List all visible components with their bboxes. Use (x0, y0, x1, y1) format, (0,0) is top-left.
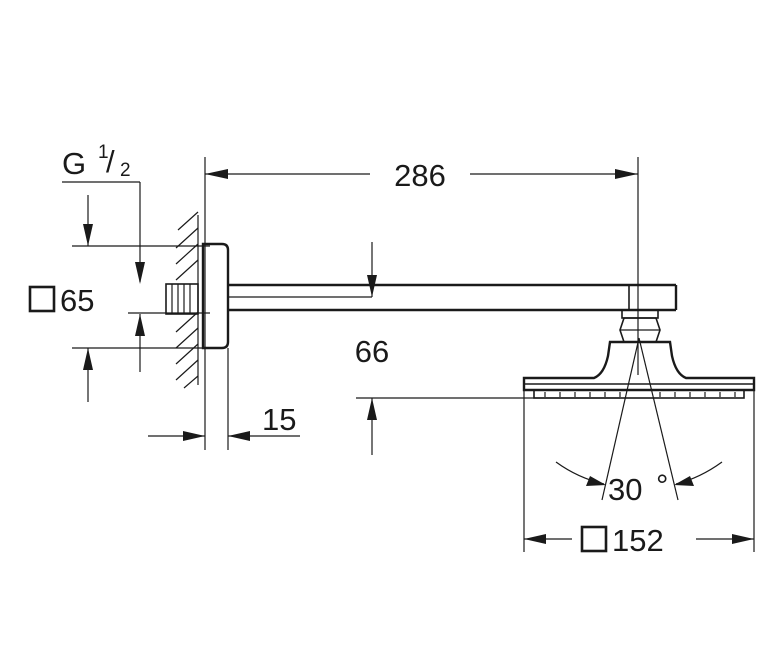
arm-drop-label: 66 (355, 334, 389, 369)
nozzle-row (544, 392, 736, 397)
thread-numerator: 1 (98, 142, 109, 163)
shower-arm (228, 283, 678, 312)
spray-cone (601, 337, 679, 501)
dimension-15 (148, 348, 300, 450)
dimension-286 (204, 157, 639, 450)
wall-connector (165, 283, 199, 315)
thread-slash: / (106, 144, 115, 179)
thread-g-label: G (62, 146, 86, 181)
square-symbol-head (580, 525, 608, 553)
flange-size-label: 65 (60, 283, 94, 318)
dimension-65 (28, 195, 210, 402)
dimension-152 (523, 390, 755, 553)
ball-joint (619, 309, 661, 343)
spray-angle-label: 30 (608, 472, 642, 507)
dimension-66 (356, 242, 620, 455)
dimension-angle (555, 461, 723, 486)
wall-offset-label: 15 (262, 402, 296, 437)
thread-denominator: 2 (120, 160, 131, 181)
shower-head (522, 340, 756, 399)
wall-hatching (175, 211, 199, 389)
arm-length-label: 286 (394, 158, 446, 193)
degree-symbol: ° (656, 468, 668, 503)
head-size-label: 152 (612, 523, 664, 558)
wall-flange (201, 242, 230, 350)
dimension-thread (62, 181, 210, 372)
square-symbol (28, 285, 56, 313)
